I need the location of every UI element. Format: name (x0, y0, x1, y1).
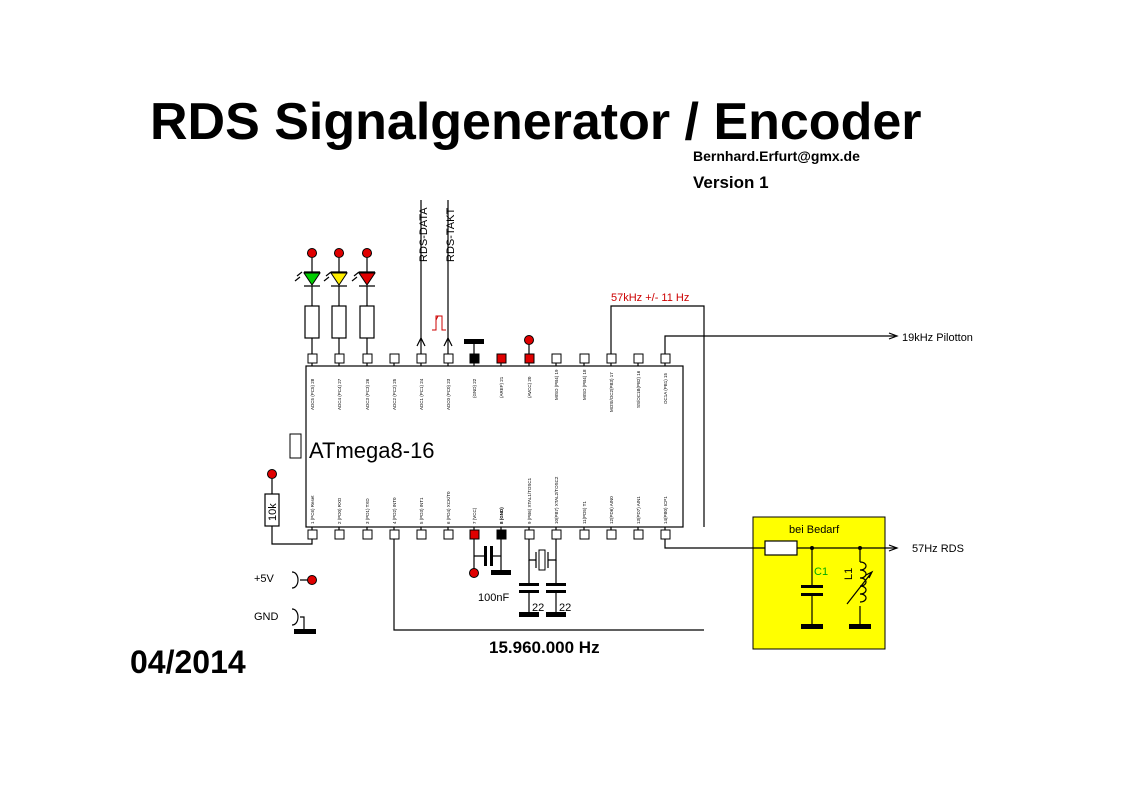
pin-label: 2 (PD0) RXD (337, 497, 342, 524)
l1-label: L1 (843, 568, 855, 580)
pin-label: (AREF) 21 (499, 376, 504, 398)
pilot-label: 19kHz Pilotton (902, 332, 973, 344)
pin-label: 4 (PD2) INT0 (392, 497, 397, 524)
gnd-bar (464, 339, 484, 344)
cap-22b (546, 590, 566, 593)
power-dot (307, 248, 317, 258)
chip-notch (289, 433, 302, 459)
pin-label: 12(PD6) AIN0 (609, 496, 614, 524)
gnd-bar (801, 624, 823, 629)
cap-22b (546, 583, 566, 586)
cap-c1 (801, 585, 823, 588)
pin-label: 14(PB0) ICP1 (663, 496, 668, 524)
gnd-bar (491, 570, 511, 575)
c1-label: C1 (814, 566, 828, 578)
power-dot (362, 248, 372, 258)
cap-22a (519, 590, 539, 593)
led-resistor (304, 305, 320, 339)
inductor-l1 (846, 561, 874, 605)
rds-takt-label: RDS-TAKT (445, 208, 457, 262)
decoupling-cap-label: 100nF (478, 592, 509, 604)
author-email: Bernhard.Erfurt@gmx.de (693, 148, 860, 164)
pin-label: 13(PD7) AIN1 (636, 496, 641, 524)
power-dot (267, 469, 277, 479)
pin-label: ADC3 (PC3) 26 (365, 378, 370, 410)
clock-pulse-icon (432, 315, 446, 331)
pin-label: ADC0 (PC0) 23 (446, 378, 451, 410)
date-label: 04/2014 (130, 644, 246, 680)
gnd-bar (519, 612, 539, 617)
version-label: Version 1 (693, 173, 769, 192)
pin-label: 3 (PD1) TXD (365, 498, 370, 524)
led-yellow (330, 272, 348, 286)
page-title: RDS Signalgenerator / Encoder (150, 93, 922, 151)
pin-label: 11(PD5) T1 (582, 501, 587, 524)
pin-label: 10(PB7) XTAL2/TOSC2 (554, 476, 559, 524)
rds-out-label: 57Hz RDS (912, 543, 964, 555)
pin-label: (GND) 22 (472, 378, 477, 398)
decoupling-cap (490, 546, 493, 566)
led-resistor (359, 305, 375, 339)
freq57-label: 57kHz +/- 11 Hz (611, 292, 689, 304)
gnd-bar (546, 612, 566, 617)
crystal-freq-label: 15.960.000 Hz (489, 638, 600, 657)
power-dot (334, 248, 344, 258)
pin-label: OC1A (PB1) 15 (663, 372, 668, 404)
pin-label: 9 (PB6) XTAL1/TOSC1 (527, 477, 532, 524)
decoupling-cap (484, 546, 487, 566)
cap-a-label: 22 (532, 602, 544, 614)
pin-label: MISO (PB4) 19 (554, 369, 559, 400)
pin-label: ADC1 (PC1) 24 (419, 378, 424, 410)
light-arrows-icon (294, 271, 360, 282)
vcc-label: +5V (254, 573, 275, 585)
top-pin-labels: ADC5 (PC5) 28 ADC4 (PC4) 27 ADC3 (PC3) 2… (310, 369, 668, 412)
pin-label: SS/OC1B(PB2) 16 (636, 370, 641, 408)
pin-label: (AVCC) 20 (527, 376, 532, 398)
led-resistor (331, 305, 347, 339)
gnd-label: GND (254, 611, 279, 623)
output-resistor (764, 540, 798, 556)
cap-c1 (801, 593, 823, 596)
chip-name: ATmega8-16 (309, 438, 435, 463)
pin-label: MOSI/OC2(PB3) 17 (609, 372, 614, 412)
pin-label: 5 (PD3) INT1 (419, 497, 424, 524)
pin-label: MISO (PB4) 18 (582, 369, 587, 400)
gnd-bar (849, 624, 871, 629)
led-green (303, 272, 321, 286)
rds-data-label: RDS-DATA (418, 207, 430, 262)
crystal (538, 549, 546, 571)
optional-filter-box (752, 516, 886, 650)
led-red (358, 272, 376, 286)
pin-label: 7 (VCC) (472, 507, 477, 524)
pin-label: ADC4 (PC4) 27 (337, 378, 342, 410)
bottom-pin-labels: 1 (PC6) Reset 2 (PD0) RXD 3 (PD1) TXD 4 … (310, 476, 668, 524)
reset-resistor (264, 493, 280, 527)
power-dot (307, 575, 317, 585)
cap-22a (519, 583, 539, 586)
cap-b-label: 22 (559, 602, 571, 614)
power-dot (469, 568, 479, 578)
optional-label: bei Bedarf (789, 524, 840, 536)
chip-body (305, 365, 684, 528)
pin-label: 1 (PC6) Reset (310, 495, 315, 524)
top-pin-stubs (307, 353, 671, 366)
pin-label: 6 (PD4) XCK/T0 (446, 491, 451, 524)
pin-label: ADC2 (PC2) 25 (392, 378, 397, 410)
pin-label: ADC5 (PC5) 28 (310, 378, 315, 410)
bottom-pin-stubs (307, 527, 671, 540)
gnd-bar (294, 629, 316, 634)
power-dot (524, 335, 534, 345)
led-group (294, 248, 376, 354)
pin-label: 8 (GND) (499, 507, 504, 524)
reset-resistor-label: 10k (267, 503, 279, 521)
